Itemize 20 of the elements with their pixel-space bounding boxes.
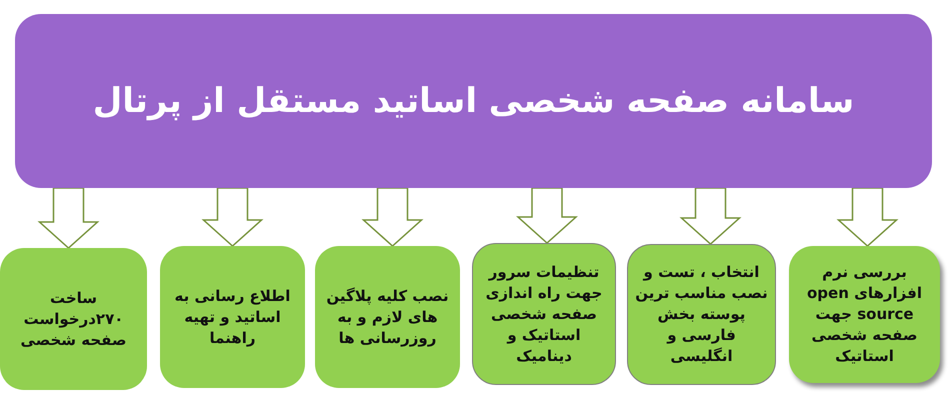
step-text: اطلاع رسانی به اساتید و تهیه راهنما [174, 286, 292, 348]
step-text: نصب کلیه پلاگین های لازم و به روزرسانی ها [325, 286, 450, 348]
block-arrow [836, 187, 898, 247]
step-box [160, 246, 305, 388]
step-text: بررسی نرم افزارهای open source جهت صفحه شخصی استاتیک [806, 262, 923, 367]
block-arrow [516, 187, 578, 244]
header-box [15, 14, 932, 188]
step-box [0, 248, 147, 390]
step-box [315, 246, 460, 388]
step-box [627, 244, 776, 385]
block-arrow [38, 187, 100, 249]
block-arrow [362, 187, 424, 247]
step-box [789, 246, 940, 383]
block-arrow [202, 187, 264, 247]
step-text: تنظیمات سرور جهت راه اندازی صفحه شخصی استاتیک و دینامیک [484, 262, 604, 366]
step-box [472, 243, 616, 385]
block-arrow [680, 187, 742, 245]
step-text: ساخت ۲۷۰درخواست صفحه شخصی [20, 288, 128, 350]
header-text: سامانه صفحه شخصی اساتید مستقل از پرتال [92, 81, 854, 121]
step-text: انتخاب ، تست و نصب مناسب ترین پوسته بخش فارسی و انگلیسی [634, 262, 769, 367]
